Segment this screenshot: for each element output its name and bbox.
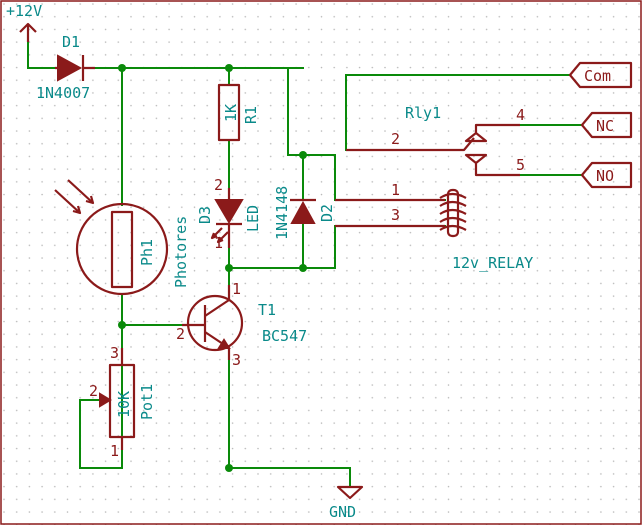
junction-dot [118, 64, 126, 72]
port-com-label: Com [584, 67, 611, 85]
transistor-t1[interactable]: 1 2 3 T1 BC547 [176, 280, 307, 369]
rly1-pin5: 5 [516, 156, 525, 174]
ph1-ref: Ph1 [138, 239, 156, 266]
junction-dot [299, 264, 307, 272]
r1-value: 1K [222, 104, 240, 122]
junction-dot [225, 464, 233, 472]
rly1-pin4: 4 [516, 106, 525, 124]
vcc-power-symbol[interactable]: +12V [6, 2, 42, 42]
junction-dot [225, 264, 233, 272]
diode-d1[interactable]: D1 1N4007 [36, 33, 95, 102]
vcc-label: +12V [6, 2, 42, 20]
t1-ref: T1 [258, 301, 276, 319]
d1-value: 1N4007 [36, 84, 90, 102]
d3-value: LED [244, 205, 262, 232]
relay-rly1[interactable]: 2 1 3 4 5 Rly1 12v_RELAY [335, 104, 533, 272]
d2-value: 1N4148 [273, 186, 291, 240]
port-no-label: NO [596, 167, 614, 185]
t1-pin2: 2 [176, 325, 185, 343]
d2-ref: D2 [318, 204, 336, 222]
rly1-value: 12v_RELAY [452, 254, 533, 272]
t1-pin1: 1 [232, 280, 241, 298]
t1-pin3: 3 [232, 351, 241, 369]
r1-ref: R1 [242, 106, 260, 124]
pot1-pin1: 1 [110, 442, 119, 460]
d3-pin1: 1 [214, 234, 223, 252]
pot1-ref: Pot1 [138, 384, 156, 420]
t1-value: BC547 [262, 327, 307, 345]
d3-pin2: 2 [214, 176, 223, 194]
wire-emitter-gnd [228, 359, 351, 488]
rly1-pin3: 3 [391, 206, 400, 224]
junction-dot [299, 151, 307, 159]
diode-d2[interactable]: 1N4148 D2 [273, 186, 336, 240]
junction-dot [118, 321, 126, 329]
photoresistor-ph1[interactable]: Ph1 Photores [54, 179, 190, 296]
wire-com [345, 74, 571, 151]
potentiometer-pot1[interactable]: 3 2 1 10K Pot1 [89, 344, 156, 460]
led-d3[interactable]: 2 1 D3 LED [196, 176, 262, 252]
junction-dot [225, 64, 233, 72]
wire-vcc-d1 [27, 41, 56, 69]
port-com[interactable]: Com [568, 61, 633, 89]
pot1-value: 10K [115, 391, 133, 418]
port-nc[interactable]: NC [580, 111, 633, 139]
rly1-ref: Rly1 [405, 104, 441, 122]
pot1-pin3: 3 [110, 344, 119, 362]
rly1-pin2: 2 [391, 130, 400, 148]
d1-ref: D1 [62, 33, 80, 51]
ph1-value: Photores [172, 216, 190, 288]
gnd-power-symbol[interactable]: GND [329, 485, 364, 521]
wire-ph1-pot-loop [79, 294, 123, 469]
rly1-pin1: 1 [391, 181, 400, 199]
junctions [118, 64, 307, 472]
gnd-label: GND [329, 503, 356, 521]
port-no[interactable]: NO [580, 161, 633, 189]
pot1-pin2: 2 [89, 382, 98, 400]
resistor-r1[interactable]: 1K R1 [217, 83, 260, 142]
d3-ref: D3 [196, 206, 214, 224]
port-nc-label: NC [596, 117, 614, 135]
